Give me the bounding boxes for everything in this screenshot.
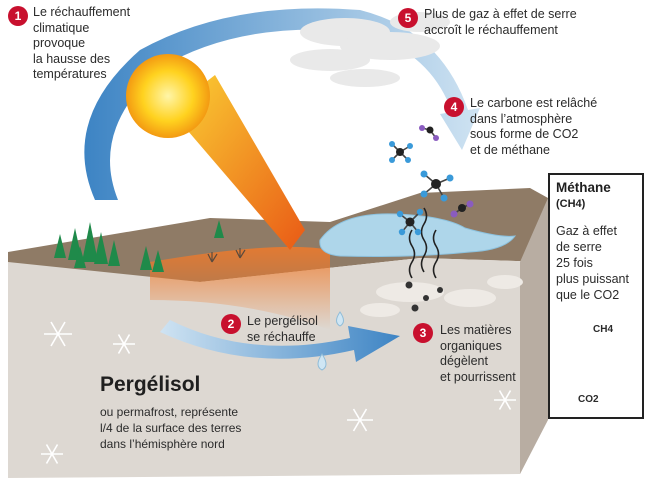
step-5-text: Plus de gaz à effet de serre accroît le … — [424, 7, 577, 37]
step-5-badge: 5 — [398, 8, 418, 28]
water-drop-icon — [317, 311, 344, 371]
methane-info-box: Méthane (CH4) Gaz à effet de serre 25 fo… — [548, 173, 644, 419]
diagram-title: Pergélisol — [100, 373, 201, 396]
gas-rising-arrows — [408, 207, 440, 279]
step-3-text: Les matières organiques dégèlent et pour… — [440, 323, 516, 384]
legend-ch4-label: CH4 — [593, 324, 614, 335]
forest-icon — [54, 220, 224, 272]
methane-description: Gaz à effet de serre 25 fois plus puissa… — [556, 224, 629, 302]
organic-particles — [405, 281, 443, 312]
sun-icon — [126, 54, 305, 250]
dead-bush-icon — [207, 248, 246, 263]
snowflake-icon — [41, 321, 516, 464]
step-1-badge: 1 — [8, 6, 28, 26]
diagram-subtitle: ou permafrost, représente l/4 de la surf… — [100, 405, 242, 451]
step-2-text: Le pergélisol se réchauffe — [247, 314, 318, 344]
ground-side-face — [8, 258, 548, 478]
step-3-badge: 3 — [413, 323, 433, 343]
legend-co2-label: CO2 — [578, 394, 599, 405]
warming-cycle-arrows — [84, 8, 480, 362]
sun-ray — [170, 75, 305, 250]
step-1-text: Le réchauffement climatique provoque la … — [33, 5, 131, 81]
step-4-badge: 4 — [444, 97, 464, 117]
methane-title: Méthane — [556, 180, 611, 195]
methane-molecule-icon — [389, 141, 454, 236]
co2-molecule-icon — [419, 125, 474, 218]
ground-right-face — [520, 198, 548, 474]
step-4-text: Le carbone est relâché dans l’atmosphère… — [470, 96, 598, 157]
heat-zone — [150, 246, 330, 330]
ground-cycle-arrow — [160, 320, 400, 362]
thaw-lake — [319, 213, 517, 257]
methane-formula: (CH4) — [556, 198, 586, 210]
step-2-badge: 2 — [221, 314, 241, 334]
